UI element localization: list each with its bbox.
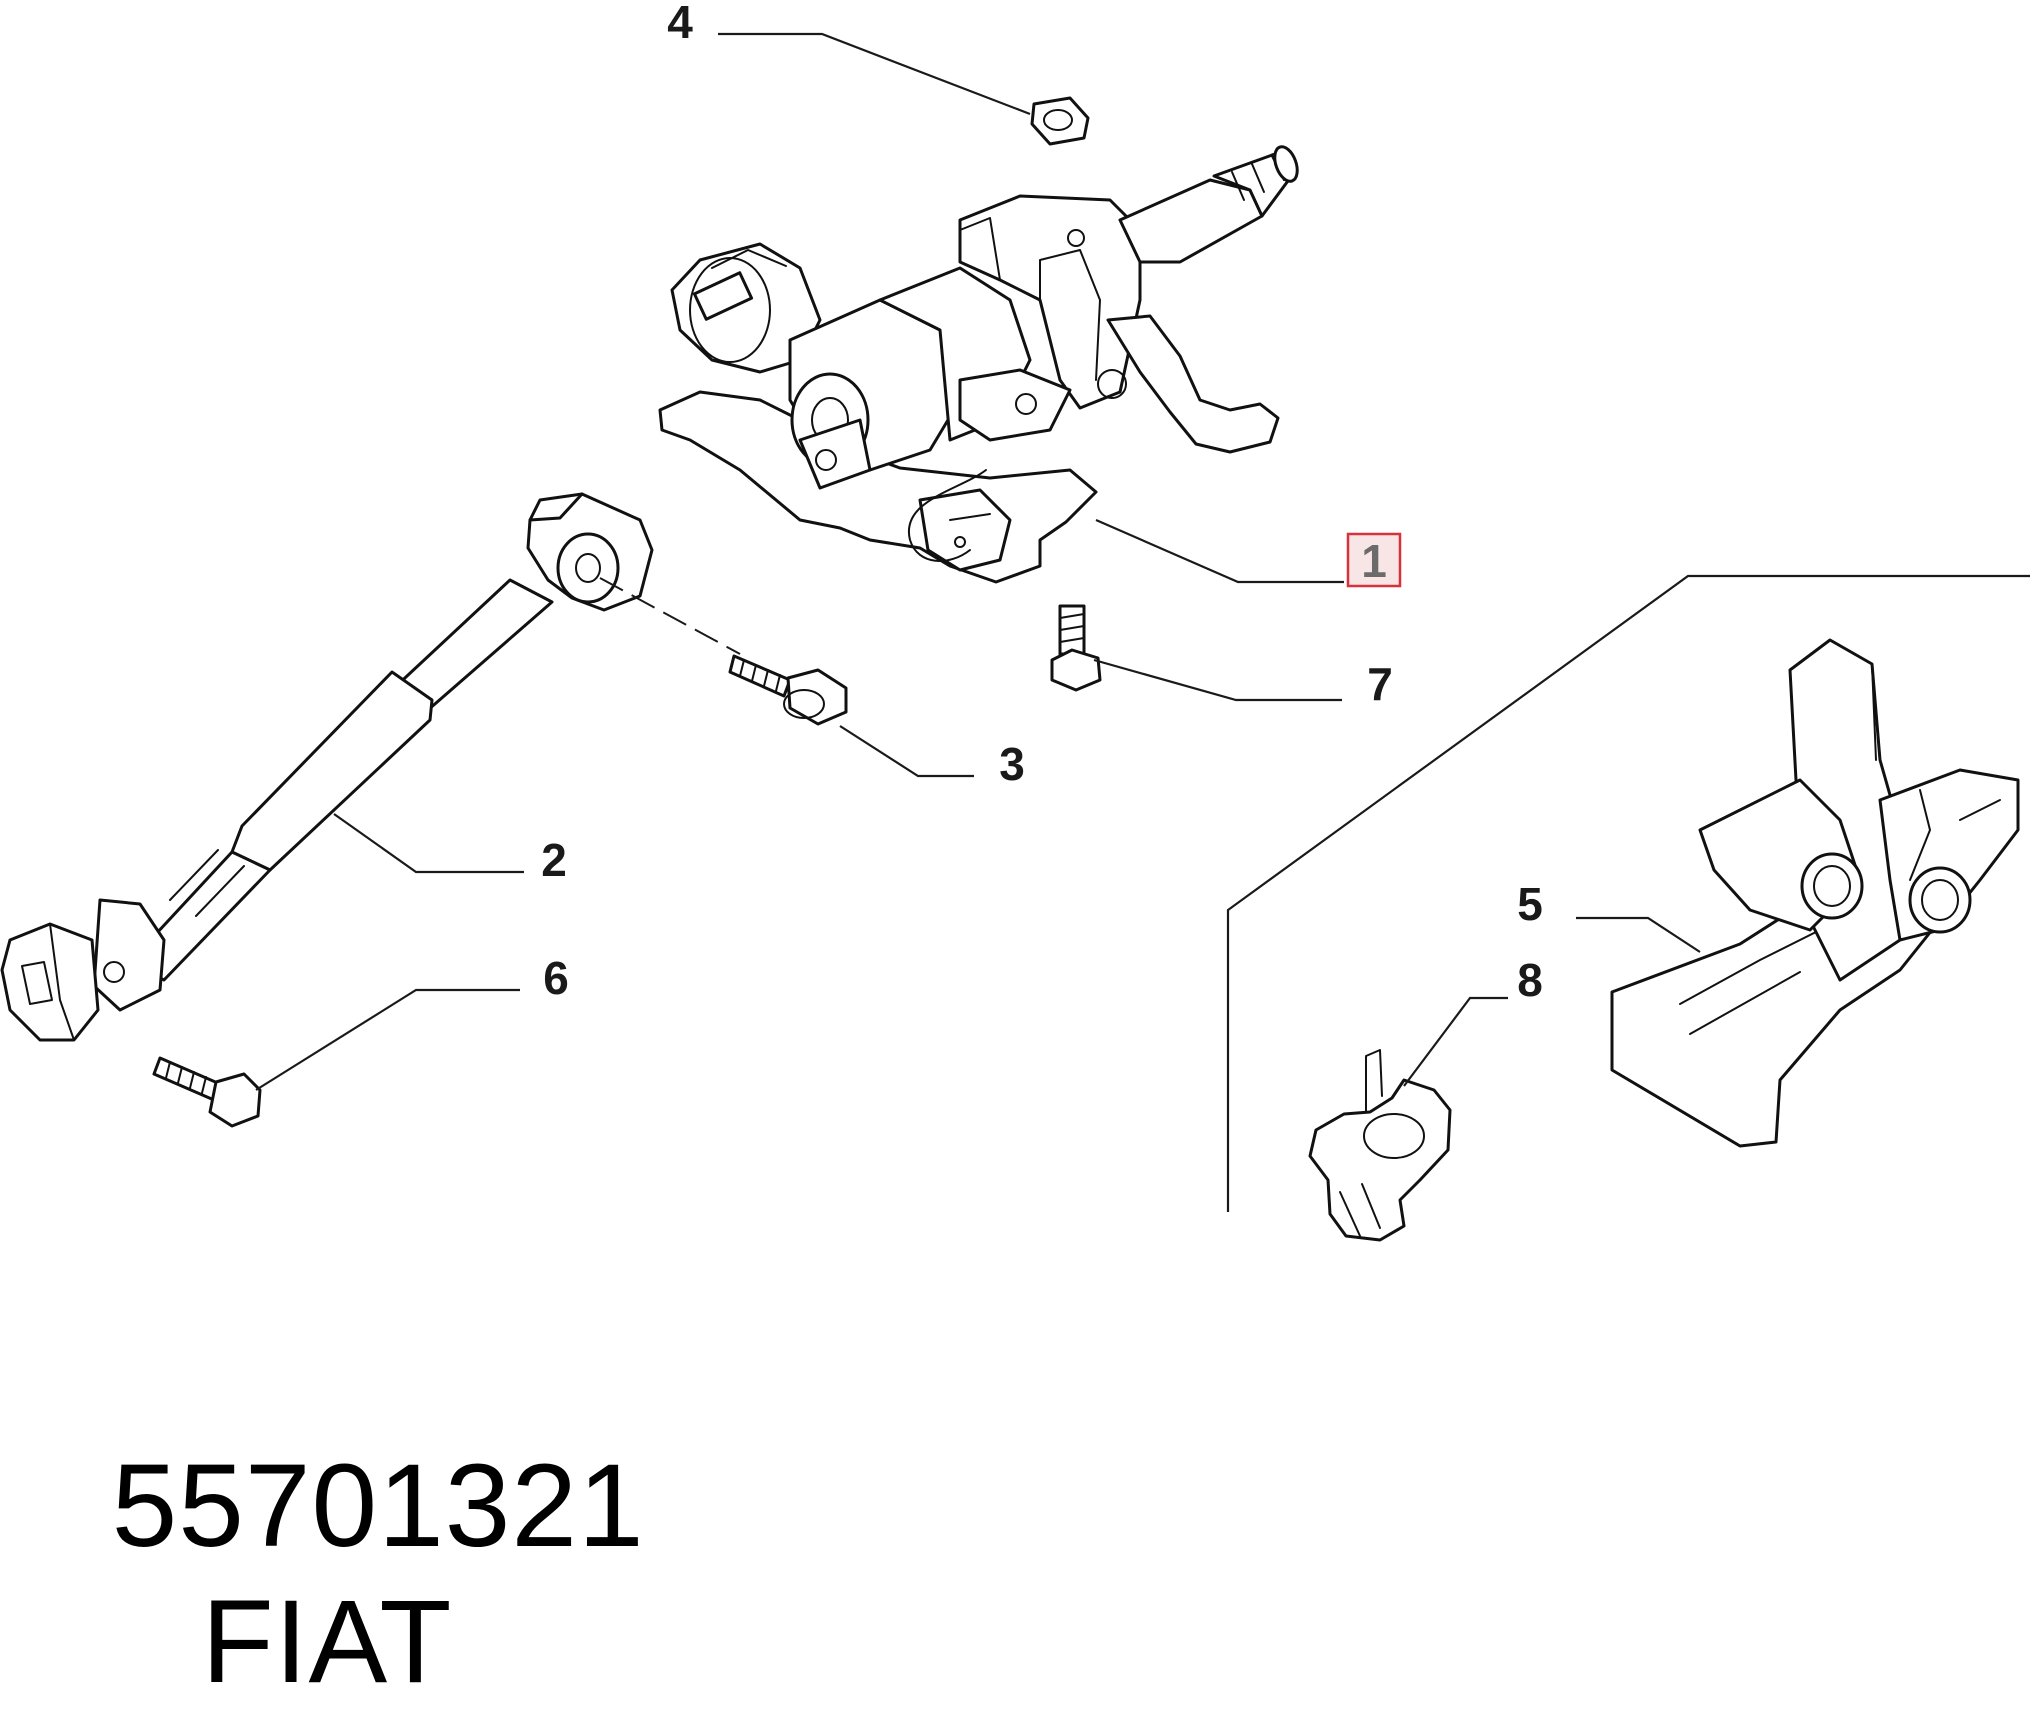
bolt-6-part [152, 1056, 262, 1128]
leader-lines [255, 32, 1701, 1091]
part-caption: 55701321 FIAT [44, 1302, 645, 1710]
leader-line-2 [333, 813, 524, 874]
parts-diagram: 1 2 3 4 5 6 7 8 [0, 0, 2030, 1242]
clip-part [1308, 1049, 1452, 1242]
bracket-cover-part [1610, 638, 2020, 1148]
leader-line-4 [718, 32, 1031, 116]
callout-8: 8 [1517, 954, 1543, 1006]
callout-5: 5 [1517, 878, 1543, 930]
leader-line-8 [1403, 996, 1508, 1087]
callout-labels: 1 2 3 4 5 6 7 8 [541, 0, 1543, 1006]
callout-6: 6 [543, 952, 569, 1004]
callout-7: 7 [1367, 658, 1393, 710]
region-divider-line [1226, 574, 2030, 1212]
brand-name: FIAT [201, 1576, 453, 1708]
callout-4: 4 [667, 0, 693, 48]
flange-bolt-part [728, 654, 848, 726]
callout-3: 3 [999, 738, 1025, 790]
callout-1-highlight-box [1346, 532, 1402, 588]
leader-line-6 [255, 988, 520, 1091]
leader-line-7 [1093, 658, 1342, 702]
steering-column-part [658, 145, 1299, 584]
part-number: 55701321 [111, 1440, 645, 1572]
leader-line-5 [1576, 916, 1701, 953]
callout-1: 1 [1361, 535, 1387, 587]
bolt-7-part [1050, 604, 1102, 692]
leader-line-3 [839, 725, 974, 778]
leader-line-1 [1095, 518, 1344, 584]
callout-2: 2 [541, 834, 567, 886]
hex-nut-part [1030, 96, 1090, 146]
assembly-dash-line [599, 577, 741, 655]
intermediate-shaft-part [0, 492, 654, 1042]
